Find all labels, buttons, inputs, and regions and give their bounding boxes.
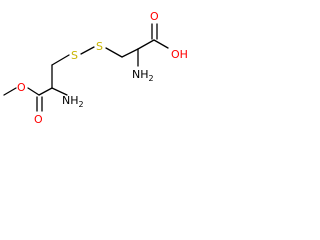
atom-nh2-right-main: NH: [132, 68, 149, 81]
bond-alpha-amine-left: [51, 87, 68, 96]
bond-group: [3, 23, 169, 112]
atom-o-methoxy: O: [17, 81, 26, 94]
molecule-structure-diagram: O O NH2 S S NH2 O OH: [3, 10, 188, 126]
atom-nh2-left-subscript: 2: [79, 100, 84, 109]
atom-nh2-right: NH2: [132, 68, 154, 83]
bond-s-ch2-right: [105, 47, 123, 58]
atom-nh2-left-main: NH: [62, 94, 79, 107]
bond-o-ester-carbon: [27, 87, 40, 96]
atom-label-group: O O NH2 S S NH2 O OH: [17, 10, 188, 126]
atom-oh: OH: [171, 48, 188, 61]
bond-carboxyl-oh: [153, 39, 169, 49]
bond-ch2-s-left: [51, 54, 70, 66]
bond-methyl-o: [3, 87, 17, 96]
bond-alpha-carboxyl: [137, 39, 155, 50]
atom-o-carbonyl-right: O: [150, 10, 159, 23]
atom-nh2-right-subscript: 2: [149, 74, 154, 83]
atom-nh2-left: NH2: [62, 94, 84, 109]
bond-ester-alpha: [38, 87, 53, 96]
atom-s-left: S: [71, 49, 78, 62]
atom-o-carbonyl-left: O: [34, 113, 43, 126]
bond-ch2-alpha-right: [121, 48, 139, 58]
bond-disulfide: [80, 46, 95, 55]
atom-s-right: S: [96, 40, 103, 53]
